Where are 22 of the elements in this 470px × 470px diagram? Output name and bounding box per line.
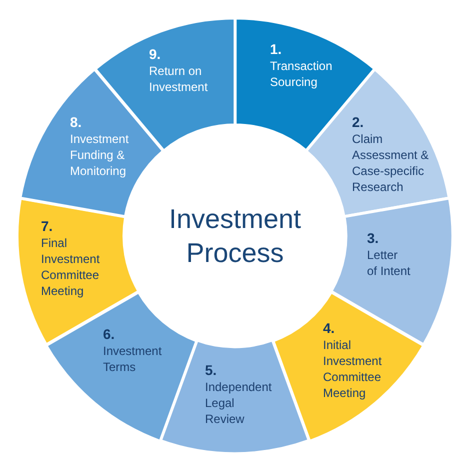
step-number: 6. (102, 326, 115, 342)
step-number: 7. (41, 218, 53, 234)
step-label: Investment Terms (102, 343, 163, 375)
ring-segment (160, 340, 310, 454)
ring-segment (272, 292, 424, 441)
step-number: 5. (204, 362, 217, 378)
step-label: Investment Funding & Monitoring (70, 130, 130, 179)
step-label: Initial Investment Committee Meeting (322, 337, 383, 401)
step-number: 2. (352, 114, 364, 130)
step-label: Letter of Intent (366, 246, 411, 279)
step-label: Transaction Sourcing (270, 58, 334, 90)
center-title: Investment Process (168, 203, 302, 270)
step-number: 8. (70, 114, 82, 130)
step-label: Claim Assessment & Case-specific Research (352, 130, 430, 195)
step-number: 9. (148, 46, 161, 62)
step-number: 4. (322, 320, 335, 336)
step-label: Return on Investment (148, 63, 209, 95)
step-number: 1. (270, 41, 282, 57)
step-label: Final Investment Committee Meeting (41, 234, 101, 299)
step-number: 3. (366, 230, 379, 246)
step-label: Independent Legal Review (204, 378, 273, 427)
ring-segment (17, 198, 139, 345)
